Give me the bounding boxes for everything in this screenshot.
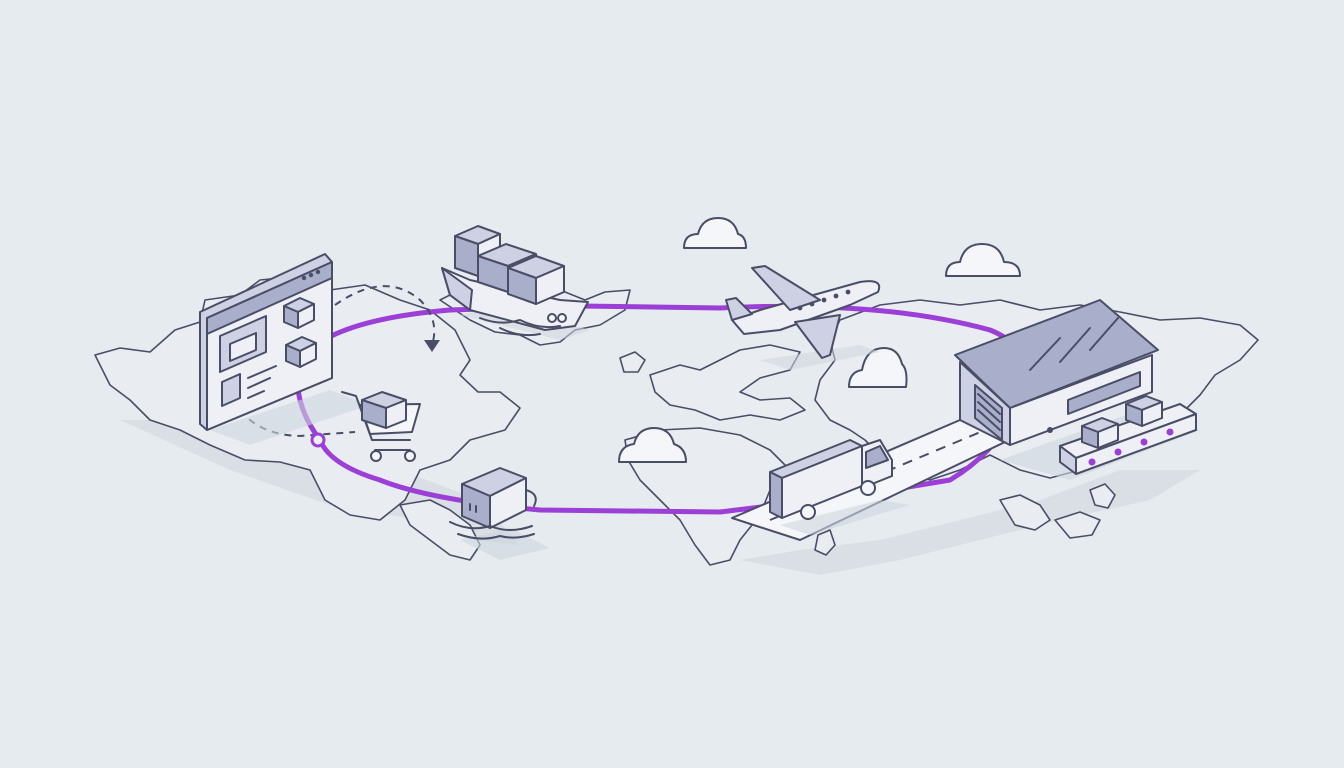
continent-europe: [649, 344, 806, 421]
continent-australia-fragment: [1054, 511, 1101, 539]
clouds: [618, 217, 1021, 463]
island-uk: [619, 351, 646, 373]
airplane-icon: [725, 265, 881, 370]
cargo-ship-icon: [441, 225, 590, 340]
island-group-philippines: [1089, 483, 1116, 509]
conveyor-belt-icon: [1059, 395, 1197, 475]
cloud-icon: [683, 217, 747, 249]
online-store-window-icon: [199, 253, 370, 445]
parcel-box-icon: [449, 467, 550, 560]
continent-south-america: [399, 499, 481, 561]
dashed-connector: [334, 285, 436, 346]
arrow-down-icon: [424, 340, 440, 352]
island-group-southeast-asia: [999, 494, 1051, 531]
cloud-icon: [618, 427, 687, 463]
island-madagascar: [814, 529, 836, 556]
cloud-icon: [848, 347, 908, 388]
delivery-truck-icon: [769, 439, 910, 535]
cloud-icon: [945, 243, 1021, 277]
shopping-cart-icon: [341, 391, 421, 462]
